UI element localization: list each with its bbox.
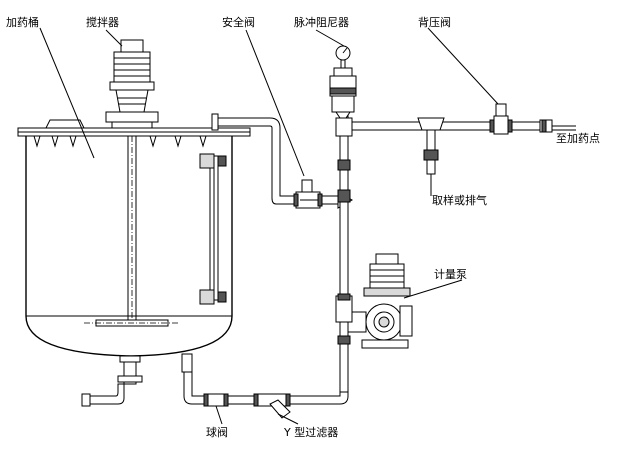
label-back-pressure-valve: 背压阀	[418, 15, 451, 29]
label-y-strainer: Y 型过滤器	[283, 425, 338, 439]
label-dosing-tank: 加药桶	[6, 15, 39, 29]
discharge-line	[351, 103, 576, 196]
agitator	[84, 39, 180, 327]
label-ball-valve: 球阀	[206, 425, 228, 439]
dosing-tank	[17, 119, 251, 407]
label-safety-valve: 安全阀	[222, 15, 255, 29]
suction-line	[181, 353, 349, 419]
metering-pump	[335, 253, 413, 349]
label-agitator: 搅拌器	[86, 15, 119, 29]
label-to-dosing-point: 至加药点	[556, 132, 600, 145]
label-pulse-damper: 脉冲阻尼器	[294, 15, 349, 29]
discharge-riser	[335, 111, 353, 397]
label-sampling-or-vent: 取样或排气	[432, 193, 487, 207]
pulse-damper	[329, 45, 357, 119]
label-metering-pump: 计量泵	[434, 268, 467, 281]
return-line	[211, 113, 354, 209]
leader-lines	[39, 27, 499, 425]
level-gauge	[199, 153, 227, 305]
